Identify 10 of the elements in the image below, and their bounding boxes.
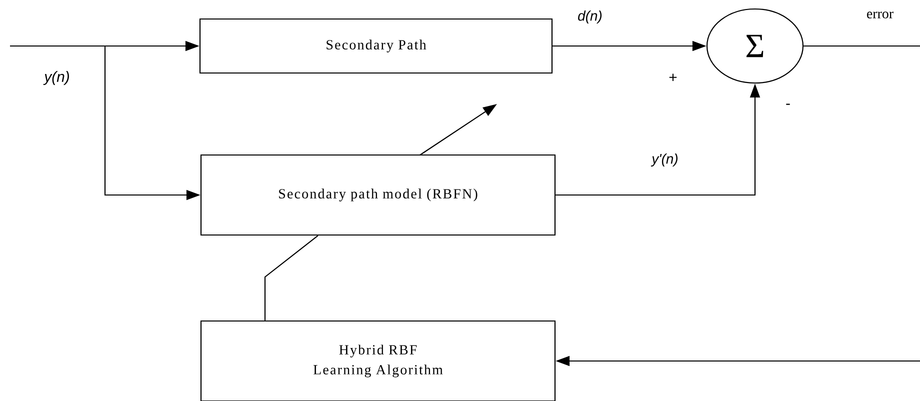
process-box: Hybrid RBF Learning Algorithm — [200, 320, 556, 401]
summing-junction: Σ — [706, 8, 804, 84]
edge-label: error — [865, 10, 895, 20]
process-box: Secondary Path — [199, 18, 553, 74]
sign-label: - — [786, 104, 790, 105]
edge-label: d(n) — [576, 10, 604, 24]
sign-label: + — [669, 74, 677, 81]
process-box: Secondary path model (RBFN) — [200, 154, 556, 236]
edge-label: y'(n) — [650, 152, 680, 168]
signal-label: y(n) — [43, 71, 69, 85]
